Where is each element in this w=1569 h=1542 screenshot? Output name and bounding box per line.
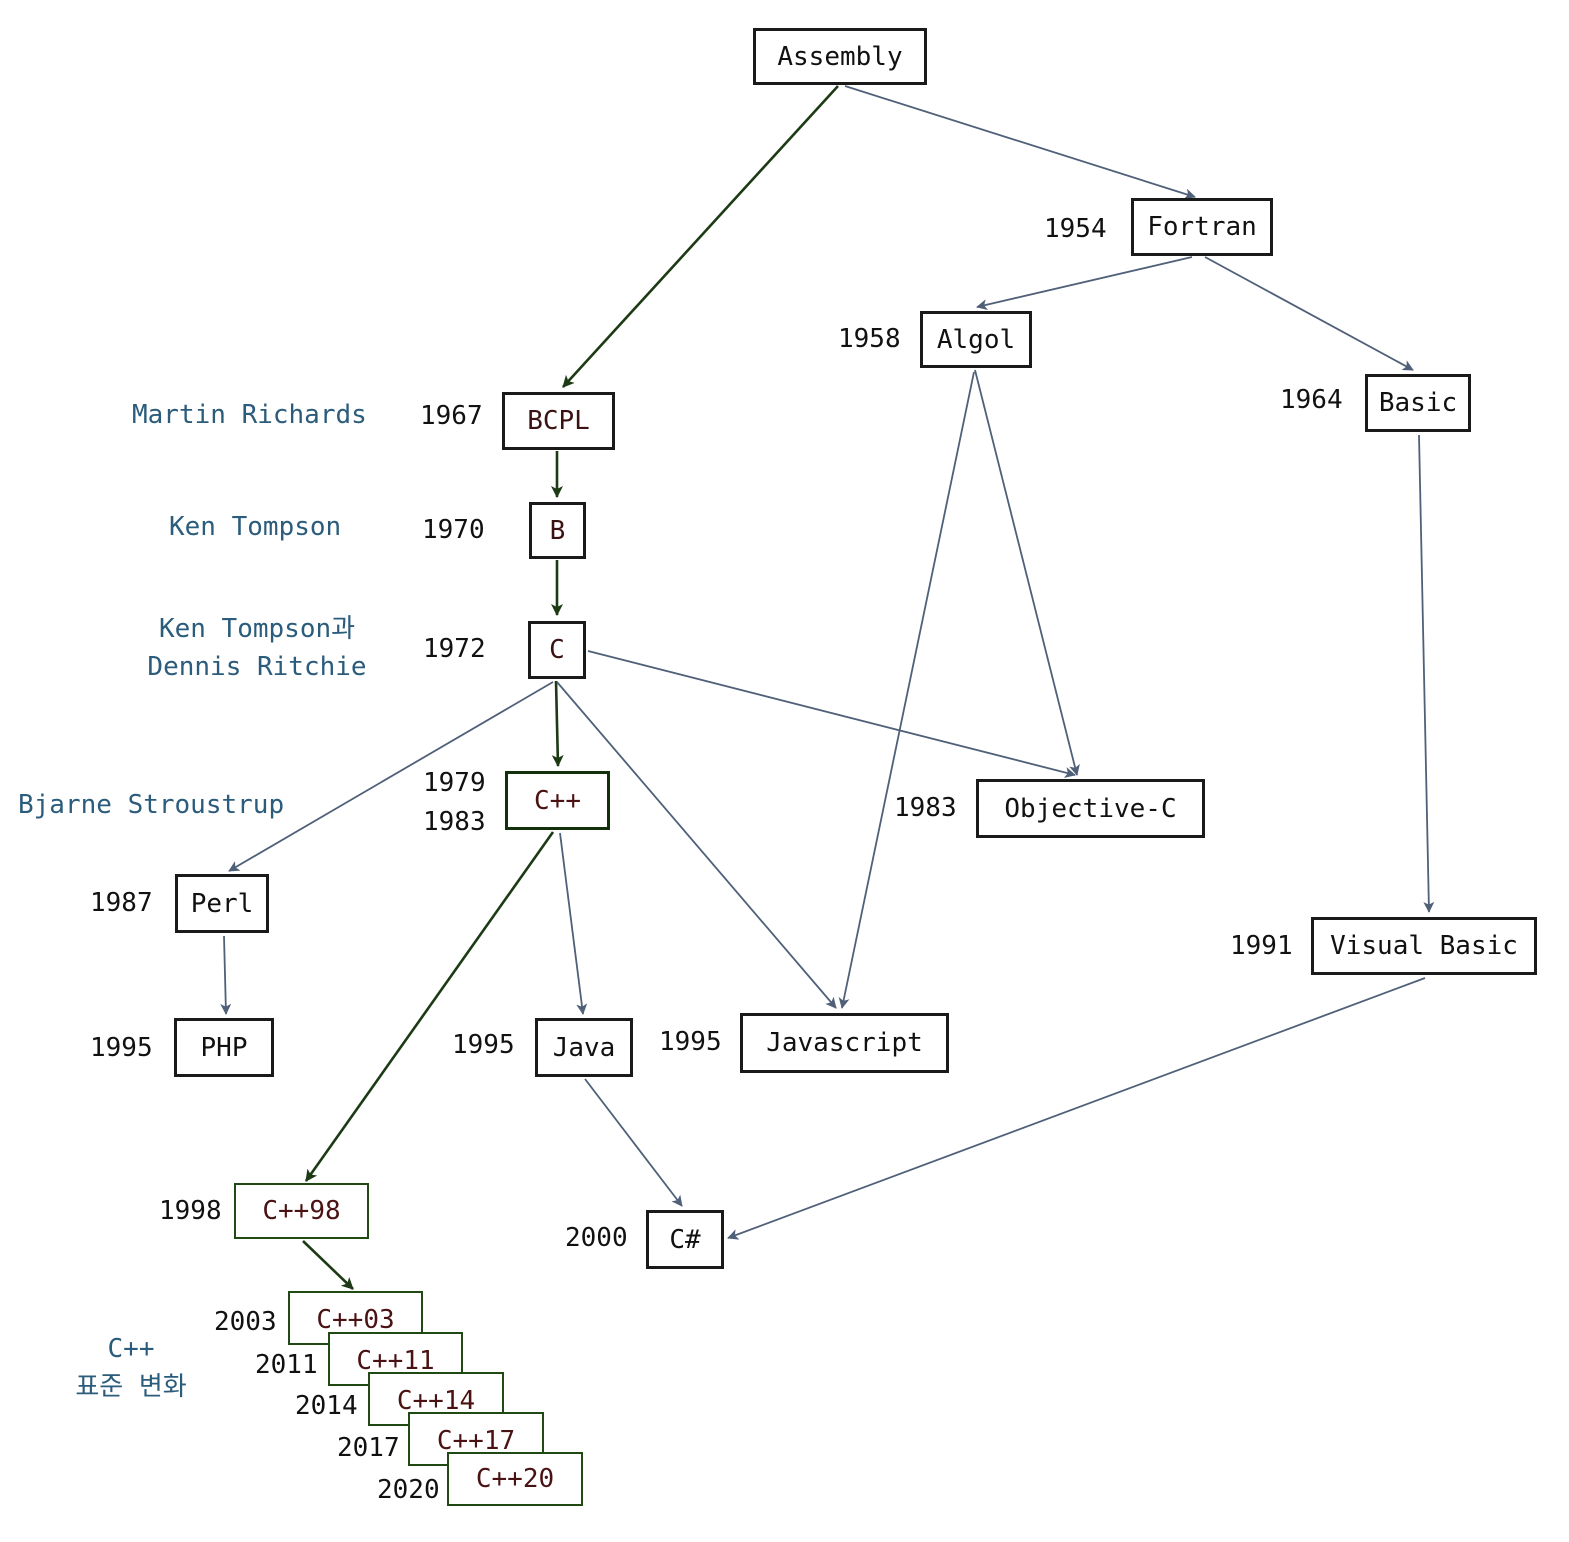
- author-cpp: Bjarne Stroustrup: [18, 790, 285, 820]
- year-cpp-second: 1983: [423, 807, 486, 837]
- edge-c-to-perl: [228, 681, 554, 872]
- node-fortran: Fortran: [1131, 198, 1273, 256]
- node-basic: Basic: [1365, 374, 1471, 432]
- edge-algol-to-javascript: [838, 371, 975, 1009]
- node-php: PHP: [174, 1018, 274, 1077]
- year-cpp03: 2003: [214, 1307, 277, 1337]
- year-visual-basic: 1991: [1230, 931, 1293, 961]
- edge-basic-to-visual-basic: [1418, 434, 1435, 913]
- year-csharp: 2000: [565, 1223, 628, 1253]
- node-c: C: [528, 621, 586, 679]
- edge-c-to-javascript: [556, 681, 837, 1009]
- author-c-line1: Ken Tompson과: [158, 614, 356, 644]
- year-algol: 1958: [838, 324, 901, 354]
- edge-fortran-to-algol: [976, 256, 1193, 311]
- edge-c-to-objective-c: [587, 650, 1076, 778]
- author-bcpl: Martin Richards: [132, 400, 367, 430]
- node-cpp20: C++20: [447, 1452, 583, 1506]
- year-objective-c: 1983: [894, 793, 957, 823]
- standards-label-line1: C++: [107, 1334, 155, 1364]
- node-cpp98: C++98: [234, 1183, 369, 1239]
- year-cpp17: 2017: [337, 1433, 400, 1463]
- node-visual-basic: Visual Basic: [1311, 917, 1537, 975]
- edge-cpp-to-cpp98: [304, 831, 555, 1182]
- edge-cpp98-to-cpp03: [302, 1240, 354, 1290]
- edge-visual-basic-to-csharp: [727, 977, 1426, 1240]
- node-assembly: Assembly: [753, 28, 927, 85]
- year-javascript: 1995: [659, 1027, 722, 1057]
- year-c: 1972: [423, 634, 486, 664]
- node-perl: Perl: [175, 874, 269, 933]
- node-bcpl: BCPL: [502, 392, 615, 450]
- standards-label-line2: 표준 변화: [75, 1372, 187, 1402]
- author-c: Ken Tompson과 Dennis Ritchie: [143, 610, 371, 686]
- node-java: Java: [535, 1018, 633, 1077]
- edge-perl-to-php: [220, 935, 232, 1015]
- year-fortran: 1954: [1044, 214, 1107, 244]
- edge-java-to-csharp: [584, 1078, 683, 1207]
- edge-algol-to-objective-c: [974, 369, 1080, 776]
- year-b: 1970: [422, 515, 485, 545]
- year-java: 1995: [452, 1030, 515, 1060]
- edge-assembly-to-bcpl: [562, 85, 839, 388]
- edge-c-to-cpp: [551, 680, 564, 767]
- standards-label: C++ 표준 변화: [60, 1330, 202, 1406]
- edge-cpp-to-java: [559, 832, 588, 1015]
- year-cpp20: 2020: [377, 1475, 440, 1505]
- node-cpp: C++: [505, 771, 610, 830]
- node-csharp: C#: [646, 1210, 724, 1269]
- year-cpp98: 1998: [159, 1196, 222, 1226]
- author-c-line2: Dennis Ritchie: [147, 652, 367, 682]
- node-javascript: Javascript: [740, 1013, 949, 1073]
- node-algol: Algol: [920, 311, 1032, 368]
- year-basic: 1964: [1280, 385, 1343, 415]
- year-bcpl: 1967: [420, 401, 483, 431]
- node-objective-c: Objective-C: [976, 779, 1205, 838]
- year-cpp-first: 1979: [423, 768, 486, 798]
- edge-assembly-to-fortran: [844, 85, 1196, 200]
- node-b: B: [529, 502, 586, 559]
- year-cpp14: 2014: [295, 1391, 358, 1421]
- year-cpp11: 2011: [255, 1350, 318, 1380]
- edge-fortran-to-basic: [1204, 256, 1414, 371]
- year-php: 1995: [90, 1033, 153, 1063]
- year-perl: 1987: [90, 888, 153, 918]
- author-b: Ken Tompson: [169, 512, 342, 542]
